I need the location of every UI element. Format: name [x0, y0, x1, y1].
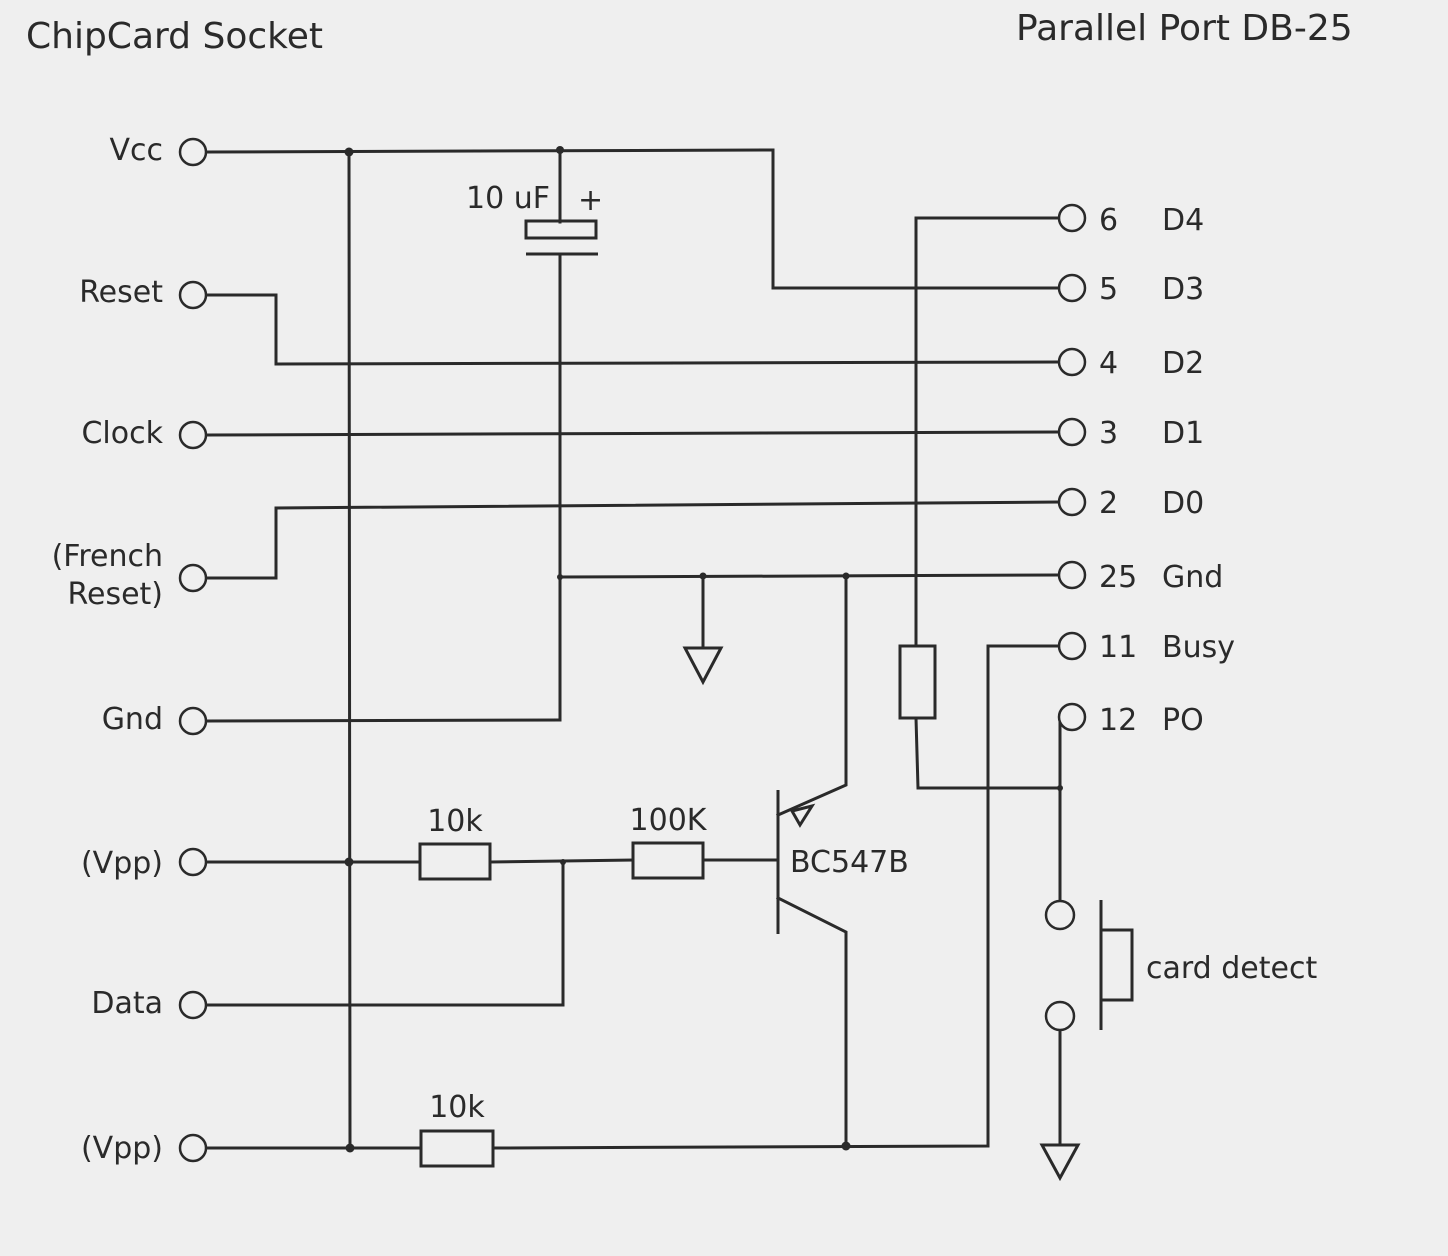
pin-connector-icon [178, 1133, 208, 1163]
pin-label-vpp-1: (Vpp) [81, 846, 163, 881]
pin-label-french-reset-1: (French [52, 539, 163, 574]
resistor-pullup [898, 644, 937, 720]
capacitor: 10 uF + [466, 181, 603, 256]
resistor-10k-bottom-label: 10k [429, 1090, 485, 1125]
pin-label-vpp-2: (Vpp) [81, 1131, 163, 1166]
db25-pin-number: 6 [1099, 203, 1118, 238]
db25-pin-signal: D3 [1162, 272, 1204, 307]
chipcard-socket-title: ChipCard Socket [26, 16, 323, 57]
db25-pin-number: 3 [1099, 416, 1118, 451]
card-detect-label: card detect [1146, 951, 1317, 986]
db25-pin-number: 25 [1099, 560, 1137, 595]
capacitor-value: 10 uF [466, 181, 550, 216]
chipcard-pins [178, 137, 208, 1163]
pin-connector-icon [178, 990, 208, 1020]
transistor-bc547b: BC547B [776, 790, 909, 934]
junction-dot [842, 572, 850, 580]
wire-d4 [914, 216, 1060, 648]
pin-label-french-reset-2: Reset) [67, 577, 163, 612]
junction-dot [560, 859, 566, 865]
db25-pin-signal: D2 [1162, 346, 1204, 381]
junction-dot [841, 1141, 851, 1151]
pin-connector-icon [1057, 203, 1087, 233]
db25-pin-number: 12 [1099, 703, 1137, 738]
pin-connector-icon [1057, 347, 1087, 377]
ground-icon [1039, 1143, 1081, 1182]
wire-chip-gnd [204, 718, 562, 723]
db25-pin-signal: D4 [1162, 203, 1204, 238]
pin-connector-icon [178, 563, 208, 593]
switch-contact-icon [1044, 899, 1076, 931]
wire-gnd-25 [558, 573, 1060, 579]
pin-connector-icon [1057, 631, 1087, 661]
pin-connector-icon [1057, 417, 1087, 447]
pin-label-clock: Clock [81, 416, 163, 451]
db25-pin-number: 5 [1099, 272, 1118, 307]
junction-dot [556, 146, 564, 154]
pin-label-data: Data [91, 986, 163, 1021]
pin-label-vcc: Vcc [109, 133, 163, 168]
wire-pullup-node [914, 716, 1062, 790]
wire-busy [492, 644, 1060, 1150]
junction-dot [699, 572, 707, 580]
resistor-10k-top-label: 10k [427, 804, 483, 839]
wire-collector [775, 895, 848, 1148]
db25-pin-signal: PO [1162, 703, 1204, 738]
junction-dot [1057, 785, 1063, 791]
wire-reset-d2 [204, 293, 1060, 366]
pin-connector-icon [1057, 560, 1087, 590]
pin-connector-icon [178, 847, 208, 877]
switch-contact-icon [1044, 1000, 1076, 1032]
pin-connector-icon [178, 706, 208, 736]
db25-pin-signal: D1 [1162, 416, 1204, 451]
capacitor-polarity: + [578, 183, 603, 218]
db25-pin-number: 2 [1099, 486, 1118, 521]
emitter-arrow-icon [789, 803, 816, 828]
wire-french-reset-d0 [204, 500, 1060, 580]
wire-emitter [776, 574, 848, 817]
resistor-100k-label: 100K [630, 803, 708, 838]
junctions [344, 146, 1063, 1153]
pin-connector-icon [1057, 702, 1087, 732]
wire-vpp-bus [347, 150, 352, 1150]
junction-dot [344, 147, 354, 157]
pin-connector-icon [1057, 273, 1087, 303]
db25-pins: 6 D4 5 D3 4 D2 3 D1 2 D0 25 Gnd 11 Busy … [1057, 203, 1235, 738]
junction-dot [344, 857, 354, 867]
db25-pin-signal: D0 [1162, 486, 1204, 521]
transistor-label: BC547B [790, 845, 909, 880]
pin-label-reset: Reset [79, 275, 163, 310]
wire-clock-d1 [204, 430, 1060, 437]
db25-pin-signal: Busy [1162, 630, 1235, 665]
pin-connector-icon [178, 137, 208, 167]
wires [204, 148, 1062, 1150]
db25-pin-number: 11 [1099, 630, 1137, 665]
ground-icon [682, 646, 724, 686]
pin-connector-icon [178, 420, 208, 450]
junction-dot [557, 574, 563, 580]
resistor-100k: 100K [630, 803, 708, 880]
db25-pin-signal: Gnd [1162, 560, 1223, 595]
parallel-port-title: Parallel Port DB-25 [1016, 8, 1353, 49]
capacitor-plate-positive [524, 219, 598, 240]
junction-dot [345, 1143, 355, 1153]
card-detect-switch: card detect [1044, 899, 1317, 1032]
pin-connector-icon [1057, 487, 1087, 517]
db25-pin-number: 4 [1099, 346, 1118, 381]
wire-data [204, 860, 565, 1007]
pin-label-gnd: Gnd [102, 702, 163, 737]
resistor-10k-bottom: 10k [419, 1090, 495, 1168]
resistor-10k-top: 10k [418, 804, 492, 881]
pin-connector-icon [178, 280, 208, 310]
